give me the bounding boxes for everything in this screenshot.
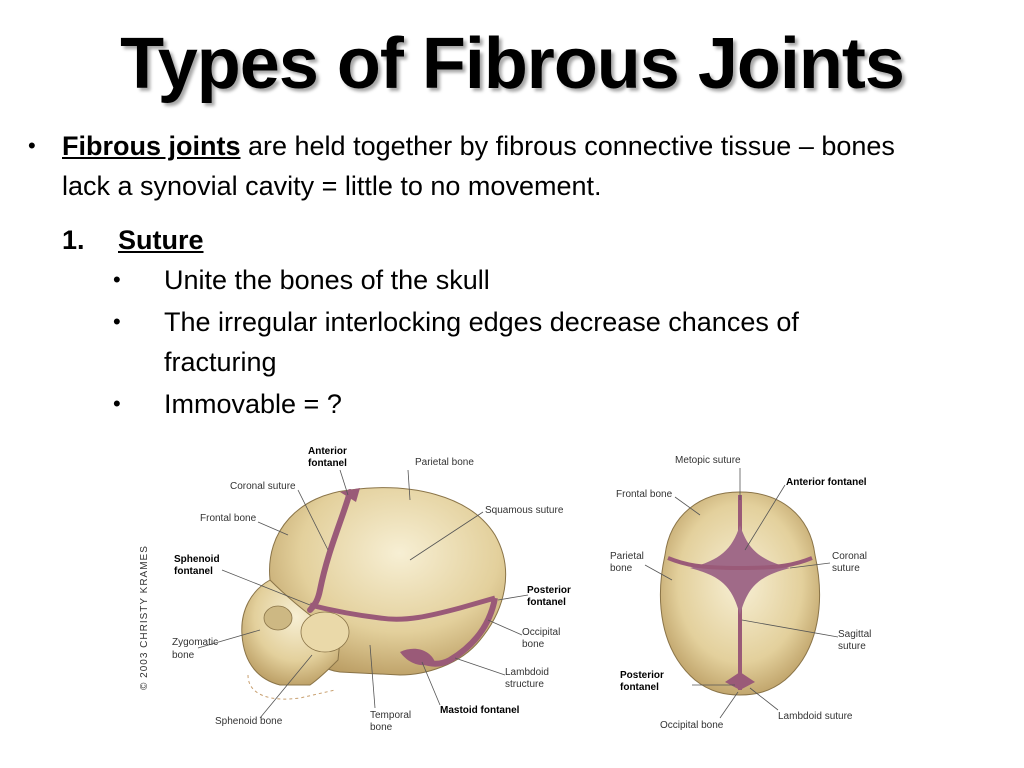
- label-sphenoid-fontanel-2: fontanel: [174, 566, 213, 577]
- intro-line-1: Fibrous joints are held together by fibr…: [62, 126, 895, 166]
- label-anterior-fontanel-top: Anterior fontanel: [786, 477, 867, 488]
- sub-bullet-2-cont: fracturing: [164, 347, 277, 377]
- label-zygomatic-bone: Zygomatic: [172, 637, 218, 648]
- label-parietal-bone-top: Parietal: [610, 551, 644, 562]
- label-lambdoid-suture: Lambdoid suture: [778, 711, 853, 722]
- slide-title: Types of Fibrous Joints: [120, 24, 905, 104]
- skull-side-drawing: [197, 469, 529, 719]
- label-sphenoid-bone: Sphenoid bone: [215, 716, 283, 727]
- label-sphenoid-fontanel: Sphenoid: [174, 554, 220, 565]
- label-occipital-bone-top: Occipital bone: [660, 720, 724, 731]
- skull-top-drawing: [644, 468, 839, 719]
- label-temporal-bone-2: bone: [370, 722, 393, 733]
- label-parietal-bone-top-2: bone: [610, 563, 633, 574]
- label-posterior-fontanel-top-2: fontanel: [620, 682, 659, 693]
- item-heading: Suture: [118, 220, 204, 260]
- label-frontal-bone-top: Frontal bone: [616, 489, 673, 500]
- label-metopic-suture: Metopic suture: [675, 455, 741, 466]
- infant-skull-side-view: Anterior fontanel Parietal bone Coronal …: [172, 446, 571, 733]
- label-temporal-bone: Temporal: [370, 710, 411, 721]
- bullet-glyph: •: [113, 309, 121, 334]
- label-coronal-suture-top: Coronal: [832, 551, 867, 562]
- intro-text-1: are held together by fibrous connective …: [240, 131, 895, 161]
- label-parietal-bone: Parietal bone: [415, 457, 474, 468]
- label-lambdoid-structure: Lambdoid: [505, 667, 549, 678]
- label-squamous-suture: Squamous suture: [485, 505, 564, 516]
- bullet-glyph: •: [113, 267, 121, 292]
- label-posterior-fontanel: Posterior: [527, 585, 571, 596]
- sub-bullet-3: Immovable = ?: [164, 389, 342, 419]
- sub-bullet-2: The irregular interlocking edges decreas…: [164, 307, 799, 337]
- label-occipital-bone: Occipital: [522, 627, 560, 638]
- bullet-glyph: •: [28, 133, 36, 158]
- label-zygomatic-bone-2: bone: [172, 650, 195, 661]
- label-anterior-fontanel: Anterior: [308, 446, 347, 457]
- label-frontal-bone: Frontal bone: [200, 513, 257, 524]
- sub-bullet-1: Unite the bones of the skull: [164, 265, 490, 295]
- intro-line-2: lack a synovial cavity = little to no mo…: [62, 171, 602, 201]
- label-anterior-fontanel-2: fontanel: [308, 458, 347, 469]
- bullet-glyph: •: [113, 391, 121, 416]
- label-posterior-fontanel-top: Posterior: [620, 670, 664, 681]
- label-mastoid-fontanel: Mastoid fontanel: [440, 705, 520, 716]
- infant-skull-top-view: Metopic suture Anterior fontanel Frontal…: [610, 455, 871, 731]
- label-occipital-bone-2: bone: [522, 639, 545, 650]
- label-lambdoid-structure-2: structure: [505, 679, 544, 690]
- label-sagittal-suture-2: suture: [838, 641, 866, 652]
- fibrous-joints-term: Fibrous joints: [62, 131, 241, 161]
- copyright-text: © 2003 CHRISTY KRAMES: [139, 545, 150, 690]
- label-coronal-suture-top-2: suture: [832, 563, 860, 574]
- item-number: 1.: [62, 225, 85, 255]
- label-coronal-suture: Coronal suture: [230, 481, 296, 492]
- label-sagittal-suture: Sagittal: [838, 629, 871, 640]
- label-posterior-fontanel-2: fontanel: [527, 597, 566, 608]
- suture-heading: Suture: [118, 225, 204, 255]
